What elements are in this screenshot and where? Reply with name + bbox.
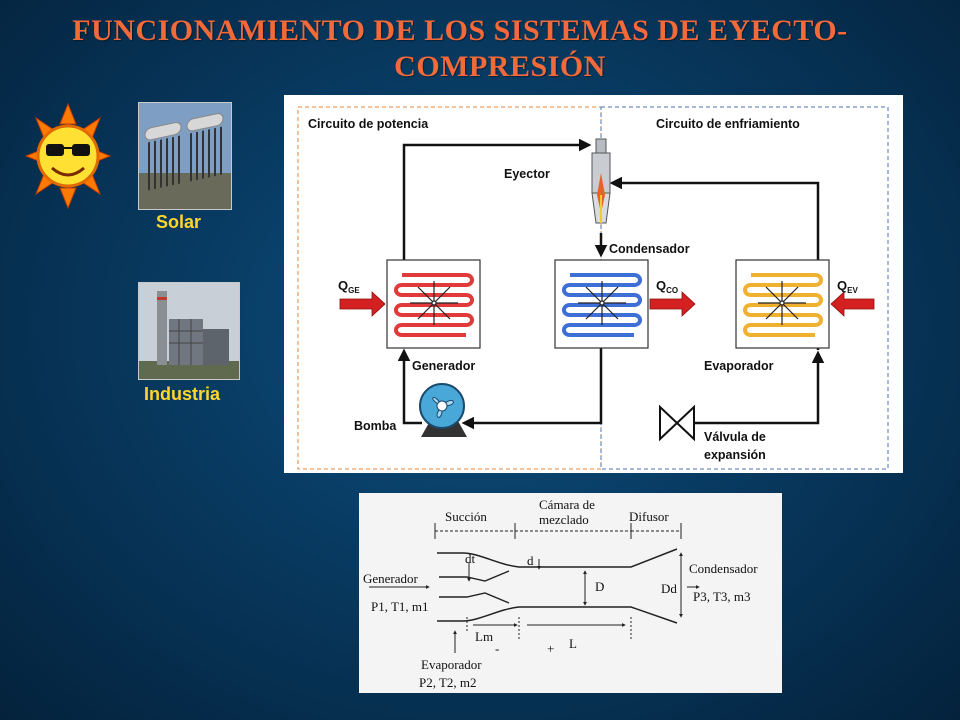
heat-in-generator-arrow: [339, 291, 386, 317]
slide-title-line2: COMPRESIÓN: [394, 50, 606, 83]
Lm-label: Lm: [475, 629, 493, 644]
condenser-outlet-label: Condensador: [689, 561, 758, 576]
solar-caption: Solar: [156, 212, 202, 232]
dt-label: dt: [465, 551, 476, 566]
generator-inlet-label: Generador: [363, 571, 419, 586]
evaporator-coil-icon: [743, 273, 823, 337]
condenser-to-pump-pipe: [461, 347, 603, 430]
sun-icon: [24, 102, 112, 210]
slide-title-line1: FUNCIONAMIENTO DE LOS SISTEMAS DE EYECTO…: [72, 14, 848, 47]
L-label: L: [569, 636, 577, 651]
evaporator-label: Evaporador: [704, 359, 774, 373]
suction-label: Succión: [445, 509, 487, 524]
ejector-upper-wall: [437, 548, 678, 568]
sun-face: [36, 124, 100, 188]
heat-arrows: [339, 291, 875, 317]
pump-to-generator-pipe: [397, 348, 422, 425]
generator-vars-label: P1, T1, m1: [371, 599, 429, 614]
solar-heater-photo: [138, 102, 232, 210]
mixing-label-line1: Cámara de: [539, 497, 595, 512]
generator-label: Generador: [412, 359, 475, 373]
valve-to-evaporator-pipe: [694, 350, 825, 425]
heat-out-condenser-arrow: [649, 291, 696, 317]
pump-label: Bomba: [354, 419, 397, 433]
D-label: D: [595, 579, 604, 594]
ejector-cycle-diagram: Circuito de potencia Circuito de enfriam…: [284, 95, 903, 473]
pump-icon: [419, 383, 467, 437]
plus-label: +: [547, 641, 554, 656]
evaporator-vars-label: P2, T2, m2: [419, 675, 477, 690]
q-ge-label: QGE: [338, 278, 360, 295]
cooling-circuit-label: Circuito de enfriamiento: [656, 117, 800, 131]
evaporator-inlet-label: Evaporador: [421, 657, 482, 672]
valve-label-line1: Válvula de: [704, 430, 766, 444]
nozzle-lower: [439, 592, 510, 604]
generator-coil-icon: [394, 273, 474, 337]
Dd-label: Dd: [661, 581, 677, 596]
ejector-lower-wall: [437, 606, 678, 624]
ejector-icon: [591, 138, 611, 224]
ejector-section-diagram: Succión Cámara de mezclado Difusor Gener…: [359, 493, 782, 693]
q-ev-label: QEV: [837, 278, 858, 295]
condenser-label: Condensador: [609, 242, 690, 256]
industrial-plant-photo: [138, 282, 240, 380]
expansion-valve-icon: [659, 404, 695, 442]
q-co-label: QCO: [656, 278, 678, 295]
condenser-coil-icon: [562, 273, 642, 337]
sunglasses-right: [72, 144, 90, 156]
generator-to-ejector-pipe: [402, 138, 592, 260]
sun-smile: [51, 166, 85, 177]
d-label: d: [527, 553, 534, 568]
ejector-label: Eyector: [504, 167, 550, 181]
heat-in-evaporator-arrow: [830, 291, 875, 317]
sunglasses-left: [46, 144, 64, 156]
mixing-label-line2: mezclado: [539, 512, 589, 527]
exchanger-fan-icons: [410, 281, 806, 325]
power-circuit-label: Circuito de potencia: [308, 117, 429, 131]
diffuser-label: Difusor: [629, 509, 669, 524]
industry-caption: Industria: [144, 384, 221, 404]
valve-label-line2: expansión: [704, 448, 766, 462]
minus-label: -: [495, 641, 499, 656]
condenser-vars-label: P3, T3, m3: [693, 589, 751, 604]
nozzle-upper: [439, 570, 510, 582]
